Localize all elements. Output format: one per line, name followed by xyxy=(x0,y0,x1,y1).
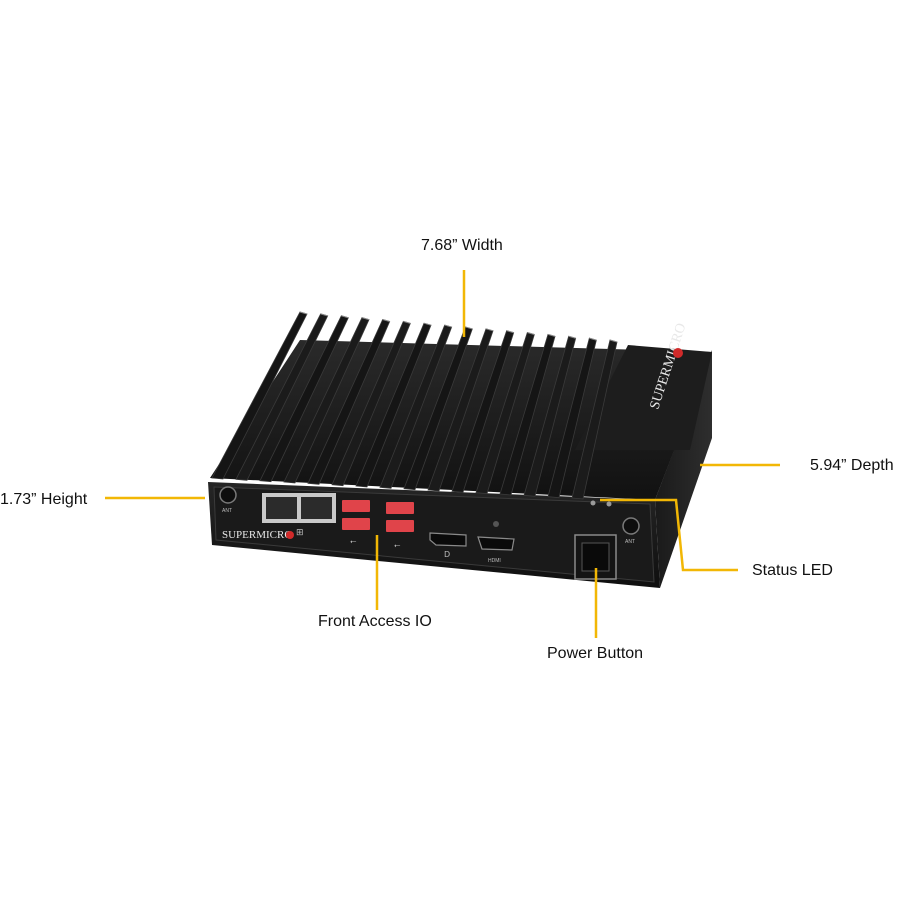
heatsink-fin-edge xyxy=(361,317,370,321)
brand-front-logo: SUPERMICRO xyxy=(222,529,292,541)
front-ports: ANT ⊞ ⭠ ⭠ D HDMI xyxy=(219,486,640,580)
width-callout-label: 7.68” Width xyxy=(421,237,503,254)
power-button-callout-label: Power Button xyxy=(547,645,644,662)
status-led-callout-label: Status LED xyxy=(752,562,833,579)
heatsink-fin-edge xyxy=(341,315,349,319)
network-icon: ⊞ xyxy=(296,528,304,538)
brand-top-dot xyxy=(673,348,683,358)
usb-icon-1: ⭠ xyxy=(350,537,357,546)
height-callout-label: 1.73” Height xyxy=(0,491,88,508)
antenna-label-right: ANT xyxy=(625,539,635,545)
antenna-port-right xyxy=(622,517,640,535)
heatsink-fin-edge xyxy=(485,328,494,332)
depth-callout-label: 5.94” Depth xyxy=(810,457,894,474)
heatsink-fin-edge xyxy=(320,313,328,317)
status-led-1 xyxy=(590,500,596,506)
chassis xyxy=(208,340,712,588)
power-button-inner xyxy=(581,542,610,572)
usb-port-4 xyxy=(386,520,414,532)
antenna-label-left: ANT xyxy=(222,508,232,514)
heatsink-fin-edge xyxy=(465,326,473,330)
brand-front-dot xyxy=(286,531,294,539)
front-io-callout-label: Front Access IO xyxy=(318,613,432,630)
usb-port-2 xyxy=(342,518,370,530)
heatsink-fin-edge xyxy=(423,322,432,326)
usb-icon-2: ⭠ xyxy=(394,541,401,550)
hdmi-screw xyxy=(493,521,499,527)
heatsink-fin-edge xyxy=(527,332,535,336)
hdmi-label: HDMI xyxy=(488,558,501,564)
usb-port-3 xyxy=(386,502,414,514)
heatsink-fin-edge xyxy=(299,311,308,315)
heatsink-fin-edge xyxy=(568,335,576,339)
heatsink-fin-edge xyxy=(403,320,411,324)
heatsink-fin-edge xyxy=(444,324,452,328)
antenna-port-left xyxy=(219,486,237,504)
lan-port-2 xyxy=(301,497,332,519)
heatsink-fin-edge xyxy=(589,337,597,341)
heatsink-fins xyxy=(211,311,618,500)
callout-lines xyxy=(105,270,780,638)
top-brand-panel xyxy=(575,345,712,450)
heatsink-fin-edge xyxy=(609,339,618,343)
hdmi-port xyxy=(477,536,515,551)
displayport-icon: D xyxy=(444,550,450,559)
status-led-callout-line xyxy=(600,498,738,572)
heatsink-fin-edge xyxy=(547,333,556,337)
heatsink-fin-edge xyxy=(382,318,390,322)
lan-port-1 xyxy=(266,497,297,519)
status-led-2 xyxy=(606,501,612,507)
displayport-port xyxy=(429,532,467,547)
usb-port-1 xyxy=(342,500,370,512)
heatsink-fin-edge xyxy=(506,330,514,334)
